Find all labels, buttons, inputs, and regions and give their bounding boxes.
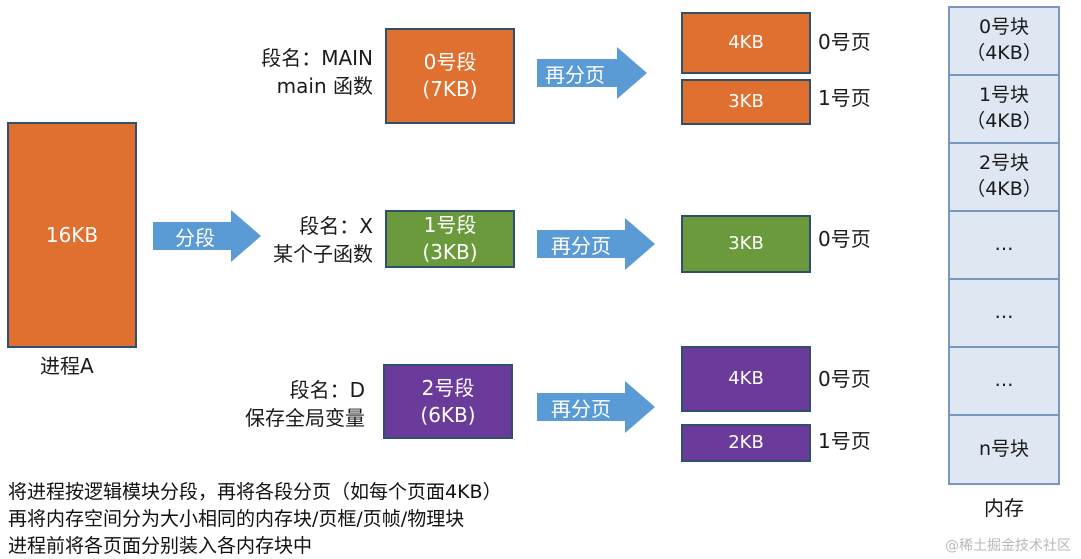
memory-block-2-name: 2号块 xyxy=(978,152,1030,175)
segment-2-page-arrow: 再分页 xyxy=(537,381,657,433)
memory-block-n-name: n号块 xyxy=(978,437,1030,460)
segment-2-title: 2号段 xyxy=(421,375,475,400)
segment-0-name-line1: 段名：MAIN xyxy=(261,46,373,70)
memory-block-0-size: （4KB） xyxy=(966,42,1042,64)
note-line-2: 再将内存空间分为大小相同的内存块/页框/页帧/物理块 xyxy=(8,508,465,530)
memory-block-5-name: … xyxy=(994,369,1014,392)
segment-2-page-0-label: 0号页 xyxy=(818,367,871,391)
segment-0-name: 段名：MAIN main 函数 xyxy=(215,44,373,100)
segment-2-page-arrow-shape xyxy=(537,381,655,433)
memory-block-1: 1号块 （4KB） xyxy=(950,76,1058,144)
memory-block-n: n号块 xyxy=(950,416,1058,483)
segment-0-page-0-label: 0号页 xyxy=(818,30,871,54)
memory-block-5: … xyxy=(950,348,1058,416)
segment-1-page-arrow-label: 再分页 xyxy=(551,233,611,258)
segment-1-size: (3KB) xyxy=(422,240,478,264)
split-arrow: 分段 xyxy=(153,210,263,262)
memory-block-0-name: 0号块 xyxy=(978,16,1030,39)
segment-2-page-0-size: 4KB xyxy=(728,367,764,389)
segment-2-page-1: 2KB xyxy=(681,424,811,462)
segment-1-name-line1: 段名：X xyxy=(299,214,373,238)
segment-0-page-1-size: 3KB xyxy=(728,90,764,112)
segment-0-size: (7KB) xyxy=(422,77,478,101)
segment-2-size: (6KB) xyxy=(420,402,476,427)
segment-0-block: 0号段 (7KB) xyxy=(385,28,515,124)
segment-2-page-arrow-label: 再分页 xyxy=(551,396,611,421)
segment-2-block: 2号段 (6KB) xyxy=(383,364,513,439)
segment-1-name-line2: 某个子函数 xyxy=(273,242,373,266)
segment-1-page-arrow: 再分页 xyxy=(537,218,657,270)
segment-0-page-arrow: 再分页 xyxy=(537,47,649,99)
segment-1-block: 1号段 (3KB) xyxy=(385,210,515,268)
segment-0-page-arrow-shape xyxy=(537,47,647,99)
note-line-1: 将进程按逻辑模块分段，再将各段分页（如每个页面4KB） xyxy=(8,481,502,503)
segment-0-page-0: 4KB xyxy=(681,12,811,74)
segment-0-page-1-label: 1号页 xyxy=(818,86,871,110)
process-a-block: 16KB xyxy=(7,122,137,348)
segment-2-name: 段名：D 保存全局变量 xyxy=(215,376,365,432)
segment-1-page-0-label: 0号页 xyxy=(818,227,871,251)
memory-block-3: … xyxy=(950,212,1058,280)
segment-1-title: 1号段 xyxy=(423,213,477,237)
segment-2-name-line2: 保存全局变量 xyxy=(245,406,365,430)
memory-title: 内存 xyxy=(984,496,1024,520)
segment-2-name-line1: 段名：D xyxy=(289,378,365,402)
split-arrow-shape xyxy=(153,210,261,262)
memory-block-3-name: … xyxy=(994,233,1014,256)
segment-0-page-1: 3KB xyxy=(681,79,811,125)
segment-0-name-line2: main 函数 xyxy=(276,74,373,98)
segment-1-page-0-size: 3KB xyxy=(728,232,764,254)
segment-1-page-arrow-shape xyxy=(537,218,655,270)
memory-column: 0号块 （4KB） 1号块 （4KB） 2号块 （4KB） … … … n号块 xyxy=(948,6,1060,485)
memory-block-1-size: （4KB） xyxy=(966,110,1042,132)
watermark-text: @稀土掘金技术社区 xyxy=(945,538,1071,554)
note-line-3: 进程前将各页面分别装入各内存块中 xyxy=(8,535,313,557)
segment-2-page-1-label: 1号页 xyxy=(818,429,871,453)
memory-block-2: 2号块 （4KB） xyxy=(950,144,1058,212)
segment-0-page-arrow-label: 再分页 xyxy=(545,62,605,87)
segment-1-name: 段名：X 某个子函数 xyxy=(215,212,373,268)
segment-1-page-0: 3KB xyxy=(681,215,811,273)
memory-block-4-name: … xyxy=(994,301,1014,324)
split-arrow-label: 分段 xyxy=(175,225,215,250)
memory-block-4: … xyxy=(950,280,1058,348)
memory-block-2-size: （4KB） xyxy=(966,178,1042,200)
memory-block-1-name: 1号块 xyxy=(978,84,1030,107)
segment-2-page-1-size: 2KB xyxy=(728,431,764,453)
segment-0-title: 0号段 xyxy=(423,50,477,74)
process-name-label: 进程A xyxy=(40,354,94,378)
segment-0-page-0-size: 4KB xyxy=(728,31,764,53)
process-size-label: 16KB xyxy=(45,222,99,247)
memory-block-0: 0号块 （4KB） xyxy=(950,8,1058,76)
segment-2-page-0: 4KB xyxy=(681,346,811,412)
